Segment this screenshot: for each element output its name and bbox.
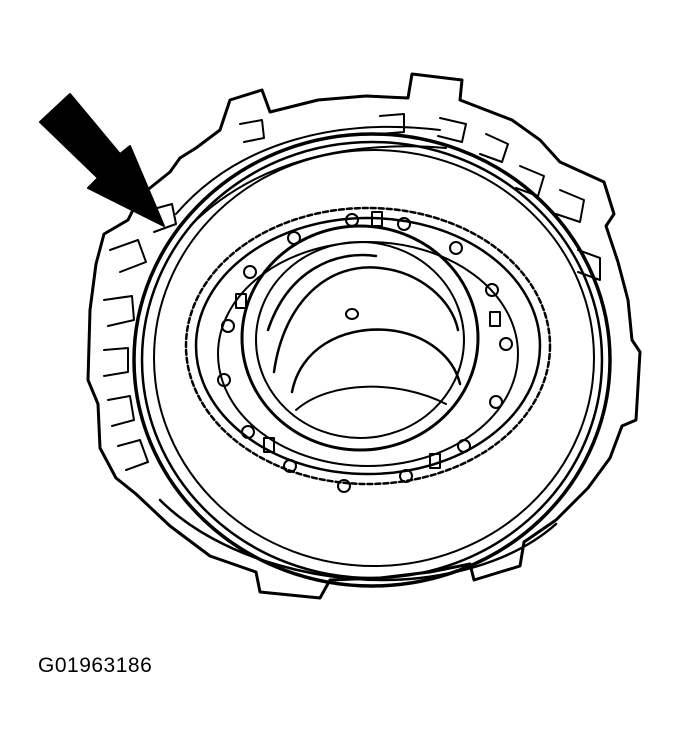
ring-gear	[184, 206, 552, 486]
outer-housing	[86, 72, 642, 600]
figure-code: G01963186	[38, 654, 153, 677]
carrier-holes	[217, 213, 513, 493]
clips	[235, 211, 501, 469]
snap-rings	[132, 125, 612, 588]
transmission-drum-illustration	[39, 72, 642, 600]
inner-hub	[240, 224, 480, 452]
housing-splines	[103, 113, 601, 471]
arrow-icon	[39, 93, 165, 227]
drum-bottom-edge	[158, 498, 558, 582]
